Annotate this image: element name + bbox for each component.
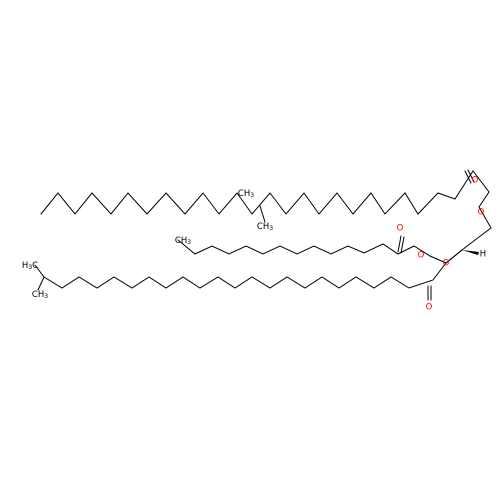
methyl-label-main: CH <box>238 189 250 199</box>
methyl-label: CH3 <box>175 236 191 246</box>
methyl-label-main: CH <box>175 236 187 246</box>
methyl-label-h3c: H3C <box>22 261 38 271</box>
hydrogen-label: H <box>480 250 486 260</box>
h3c-label-main: H <box>22 261 28 271</box>
methyl-label-main: CH <box>257 222 269 232</box>
methyl-label-sub: 3 <box>250 192 254 199</box>
methyl-label-sub: 3 <box>187 239 191 246</box>
oxygen-label: O <box>443 259 450 269</box>
methyl-label-sub: 3 <box>269 225 273 232</box>
chain-bottom <box>34 249 463 301</box>
chain-top <box>40 169 492 229</box>
methyl-label: CH3 <box>32 290 48 300</box>
methyl-label-sub: 3 <box>44 293 48 300</box>
h3c-label-c: C <box>32 261 38 271</box>
methyl-label-main: CH <box>32 290 44 300</box>
chain-middle <box>177 227 492 264</box>
stereo-wedge <box>462 250 479 255</box>
atom-labels: O O O O O O H CH3 CH3 CH3 H3C CH3 <box>22 176 486 313</box>
oxygen-label: O <box>478 208 485 218</box>
methyl-label: CH3 <box>238 189 254 199</box>
methyl-label: CH3 <box>257 222 273 232</box>
h3c-label-sub: 3 <box>28 264 32 271</box>
oxygen-label: O <box>472 176 479 186</box>
oxygen-label: O <box>418 251 425 261</box>
oxygen-label: O <box>426 303 433 313</box>
oxygen-label: O <box>397 224 404 234</box>
